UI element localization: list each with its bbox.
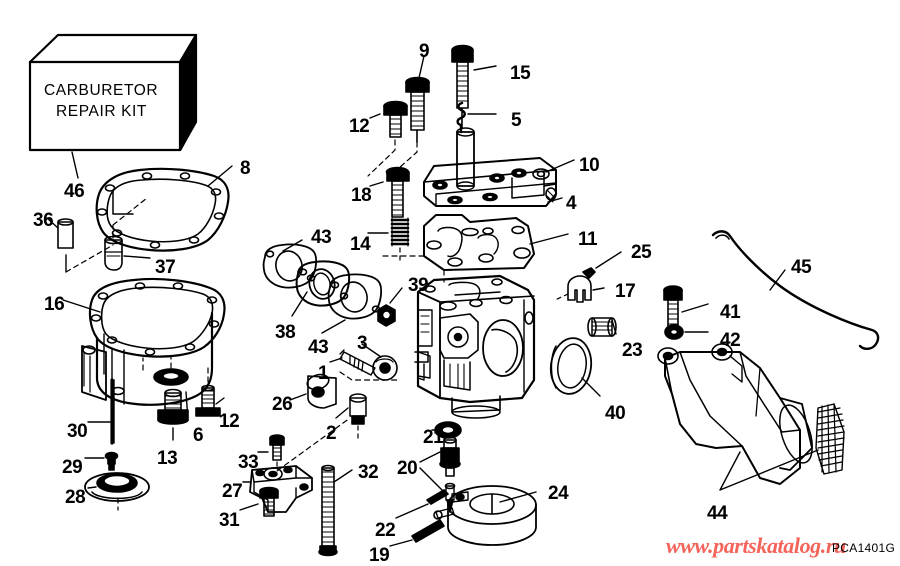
pin-19-art <box>411 519 445 543</box>
figure-code: PCA1401G <box>832 541 896 555</box>
body-gasket-11-art <box>423 214 535 271</box>
callout-number-gasket: 43 <box>308 337 329 358</box>
site-watermark: www.partskatalog.ru <box>666 533 846 558</box>
screw-33-art <box>269 434 285 461</box>
callout-number-screw: 12 <box>219 411 240 432</box>
plug-13-art <box>157 388 189 425</box>
callout-number-small-fitting: 2 <box>326 423 337 444</box>
callout-number-screw: 29 <box>62 457 83 478</box>
hinge-pin-1-art <box>339 349 376 376</box>
fitting-2-art <box>349 393 367 425</box>
repair-kit-label-line2: REPAIR KIT <box>56 103 147 120</box>
retainer-17-art <box>567 275 592 303</box>
needle-seat-20-art <box>439 436 461 513</box>
callout-number-fitting: 23 <box>622 340 643 361</box>
sleeve-36-art <box>57 218 74 249</box>
drain-cup-28-art <box>84 472 150 502</box>
callout-number-needle-and-seat: 20 <box>397 458 418 479</box>
link-rod-45-art <box>711 230 880 350</box>
callout-number-rod: 30 <box>67 421 88 442</box>
intake-manifold-44-art <box>657 343 813 485</box>
callout-number-intake-manifold: 44 <box>707 503 728 524</box>
callout-number-screw: 31 <box>219 510 240 531</box>
screw-12-lower-art <box>195 384 221 417</box>
callout-number-top-cover: 4 <box>566 193 577 214</box>
callout-number-o-ring: 6 <box>193 425 204 446</box>
washer-42-art <box>664 324 684 340</box>
washer-3-art <box>372 355 398 381</box>
top-cover-art <box>423 127 557 207</box>
carburetor-body-art <box>414 274 536 419</box>
callout-number-clip: 5 <box>511 110 522 131</box>
callout-number-screw: 41 <box>720 302 741 323</box>
callout-number-screw: 18 <box>351 185 372 206</box>
callout-number-retainer-clip: 17 <box>615 281 636 302</box>
nut-39-art <box>377 304 396 327</box>
callout-number-cover-plate: 10 <box>579 155 600 176</box>
callout-number-body-gasket: 11 <box>578 229 598 250</box>
callout-number-bracket: 27 <box>222 481 243 502</box>
callout-number-long-bolt: 32 <box>358 462 379 483</box>
callout-number-plug: 13 <box>157 448 178 469</box>
callout-number-plug: 37 <box>155 257 176 278</box>
callout-number-link-rod: 45 <box>791 257 812 278</box>
oring-6-art <box>153 368 189 386</box>
rollpin-25-art <box>582 267 596 279</box>
callout-number-bushing: 26 <box>272 394 293 415</box>
seal-ring-40-art <box>549 337 593 395</box>
callout-number-long-screw: 15 <box>510 63 531 84</box>
callout-number-drain-cup: 28 <box>65 487 86 508</box>
reed-block-art <box>815 403 845 475</box>
bushing-26-art <box>306 373 337 409</box>
callout-number-repair-kit-box: 46 <box>64 181 85 202</box>
callout-number-gasket: 8 <box>240 158 251 179</box>
bracket-27-art <box>249 465 313 513</box>
callout-number-float-bowl: 16 <box>44 294 65 315</box>
screw-9-art <box>405 76 430 143</box>
callout-number-roll-pin: 25 <box>631 242 652 263</box>
callout-number-spacer: 38 <box>275 322 296 343</box>
callout-number-sleeve: 36 <box>33 210 54 231</box>
callout-number-float-hinge-pin: 1 <box>318 363 329 384</box>
rod-30-art <box>110 378 115 445</box>
callout-number-washer: 3 <box>357 333 368 354</box>
repair-kit-label-line1: CARBURETOR <box>44 82 159 99</box>
gasket-43a-art <box>262 243 318 289</box>
pin-22-art <box>426 489 449 505</box>
screw-18-art <box>385 166 410 218</box>
callout-number-spring: 14 <box>350 234 371 255</box>
callout-number-pin: 22 <box>375 520 396 541</box>
screw-12-upper-art <box>383 100 408 138</box>
screw-29-art <box>104 451 119 471</box>
screw-31-art <box>259 486 279 517</box>
callout-number-nut: 39 <box>408 275 429 296</box>
solenoid-24-art <box>433 485 537 546</box>
callout-number-gasket: 43 <box>311 227 332 248</box>
callout-number-pin: 19 <box>369 545 390 566</box>
callout-number-washer: 42 <box>720 330 741 351</box>
callout-number-solenoid-body: 24 <box>548 483 569 504</box>
oring-21-art <box>434 421 462 439</box>
callout-number-seal-ring: 40 <box>605 403 626 424</box>
fitting-23-art <box>587 317 617 337</box>
spring-14-art <box>390 217 410 247</box>
callout-number-screw: 33 <box>238 452 259 473</box>
repair-kit-box-art <box>28 33 198 152</box>
callout-number-o-ring: 21 <box>423 427 444 448</box>
long-bolt-32-art <box>318 464 338 557</box>
callout-number-screw: 12 <box>349 116 370 137</box>
callout-number-screw: 9 <box>419 41 430 62</box>
